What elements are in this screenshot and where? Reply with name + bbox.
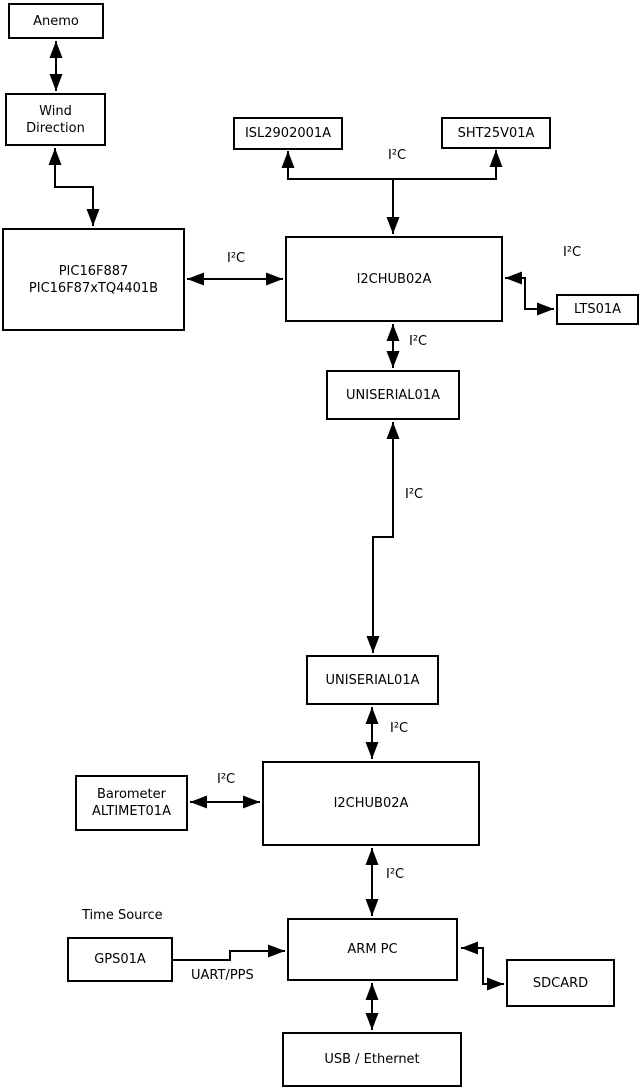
node-i2chub02a-2-label: I2CHUB02A <box>333 796 409 811</box>
node-wind-direction-label: Wind Direction <box>26 103 85 136</box>
node-sht25v01a-label: SHT25V01A <box>457 125 535 141</box>
node-pic16f887: PIC16F887 PIC16F87xTQ4401B <box>2 228 185 331</box>
node-i2chub02a-2: I2CHUB02A <box>262 761 480 846</box>
connector-armpc-sdcard <box>461 941 504 991</box>
node-uniserial01a-1-label: UNISERIAL01A <box>346 387 440 403</box>
i2c-label-uniserial-link: I²C <box>405 487 424 502</box>
node-i2chub02a-1-label: I2CHUB02A <box>356 271 432 287</box>
node-sdcard: SDCARD <box>506 959 615 1007</box>
node-gps01a-label: GPS01A <box>94 952 146 967</box>
i2c-label-barometer-hub2: I²C <box>217 772 236 787</box>
node-i2chub02a-1: I2CHUB02A <box>285 236 503 322</box>
node-usb-ethernet: USB / Ethernet <box>282 1032 462 1087</box>
node-lts01a: LTS01A <box>556 294 639 325</box>
node-pic16f887-label: PIC16F887 PIC16F87xTQ4401B <box>28 263 159 296</box>
connector-wind-pic <box>48 148 100 226</box>
node-uniserial01a-1: UNISERIAL01A <box>326 370 460 420</box>
node-arm-pc-label: ARM PC <box>347 942 398 957</box>
node-barometer-altimet01a: Barometer ALTIMET01A <box>75 775 188 831</box>
node-usb-ethernet-label: USB / Ethernet <box>324 1052 420 1067</box>
node-gps01a: GPS01A <box>67 937 173 982</box>
node-sdcard-label: SDCARD <box>532 975 589 991</box>
connector-hub1-lts <box>505 271 554 316</box>
node-sht25v01a: SHT25V01A <box>441 117 551 149</box>
node-arm-pc: ARM PC <box>287 918 458 981</box>
i2c-label-hub2-armpc: I²C <box>386 867 405 882</box>
connector-uniserial1-uniserial2 <box>366 422 400 653</box>
node-anemo-label: Anemo <box>33 13 79 29</box>
node-lts01a-label: LTS01A <box>573 302 622 317</box>
i2c-label-pic-hub1: I²C <box>227 251 246 266</box>
time-source-label: Time Source <box>82 908 163 923</box>
node-anemo: Anemo <box>8 3 104 39</box>
i2c-label-hub1-uniserial1: I²C <box>409 334 428 349</box>
i2c-label-isl-sht: I²C <box>388 148 407 163</box>
node-uniserial01a-2: UNISERIAL01A <box>306 655 439 705</box>
node-uniserial01a-2-label: UNISERIAL01A <box>325 672 420 688</box>
node-isl2902001a-label: ISL2902001A <box>244 126 332 141</box>
i2c-label-hub1-lts: I²C <box>563 245 582 260</box>
node-isl2902001a: ISL2902001A <box>233 117 343 150</box>
connector-gps-armpc <box>173 944 285 961</box>
uart-pps-label: UART/PPS <box>191 968 254 983</box>
i2c-label-uniserial2-hub2: I²C <box>390 721 409 736</box>
node-wind-direction: Wind Direction <box>5 93 106 146</box>
node-barometer-altimet01a-label: Barometer ALTIMET01A <box>92 787 171 819</box>
